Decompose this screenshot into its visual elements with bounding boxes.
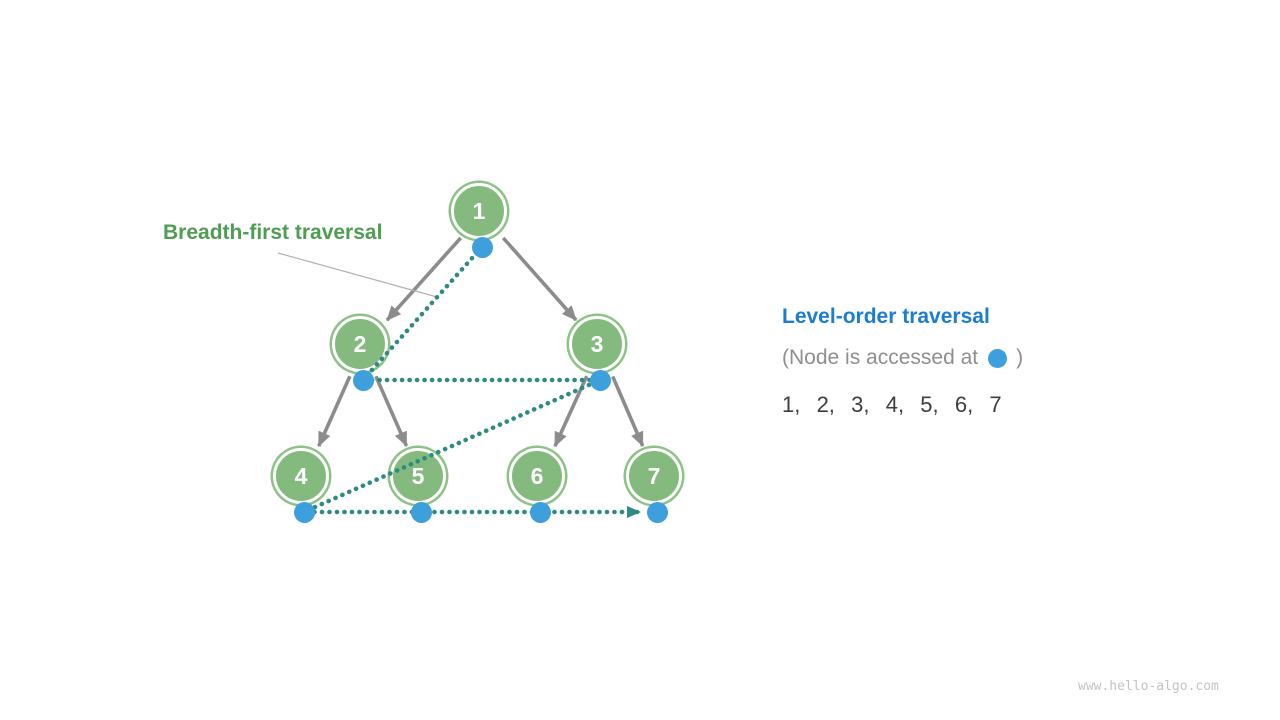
node-value: 7 bbox=[647, 462, 661, 489]
tree-node-1: 1 bbox=[451, 183, 507, 239]
edge-2-5 bbox=[374, 375, 409, 447]
node-value: 1 bbox=[472, 197, 486, 224]
legend-note-suffix: ) bbox=[1016, 346, 1024, 369]
edge-2-4 bbox=[317, 375, 352, 448]
access-dot-node-1 bbox=[471, 236, 493, 258]
edge-1-3 bbox=[501, 236, 578, 322]
traversal-sequence: 1, 2, 3, 4, 5, 6, 7 bbox=[782, 392, 1002, 417]
node-value: 4 bbox=[294, 462, 308, 489]
node-value: 2 bbox=[353, 330, 367, 357]
node-value: 6 bbox=[530, 462, 544, 489]
legend-note-prefix: (Node is accessed at bbox=[782, 346, 979, 369]
access-dot-node-7 bbox=[646, 501, 668, 523]
access-dot-icon bbox=[988, 348, 1008, 368]
breadth-first-label: Breadth-first traversal bbox=[163, 221, 383, 244]
access-dot-node-2 bbox=[352, 369, 374, 391]
access-dot-node-6 bbox=[529, 501, 551, 523]
edge-3-7 bbox=[611, 375, 645, 447]
legend-title: Level-order traversal bbox=[782, 305, 990, 328]
legend-panel: Level-order traversal (Node is accessed … bbox=[782, 305, 1023, 418]
legend-note: (Node is accessed at ) bbox=[782, 346, 1023, 370]
traversal-dotted-path bbox=[303, 244, 643, 518]
tree-node-2: 2 bbox=[332, 316, 388, 372]
label-leader-line bbox=[277, 252, 438, 298]
node-value: 3 bbox=[590, 330, 604, 357]
access-dot-node-3 bbox=[589, 369, 611, 391]
node-value: 5 bbox=[411, 462, 425, 489]
edge-1-2 bbox=[385, 236, 463, 322]
access-dot-node-4 bbox=[293, 501, 315, 523]
watermark-url: www.hello-algo.com bbox=[1078, 679, 1219, 694]
access-dot-node-5 bbox=[410, 501, 432, 523]
